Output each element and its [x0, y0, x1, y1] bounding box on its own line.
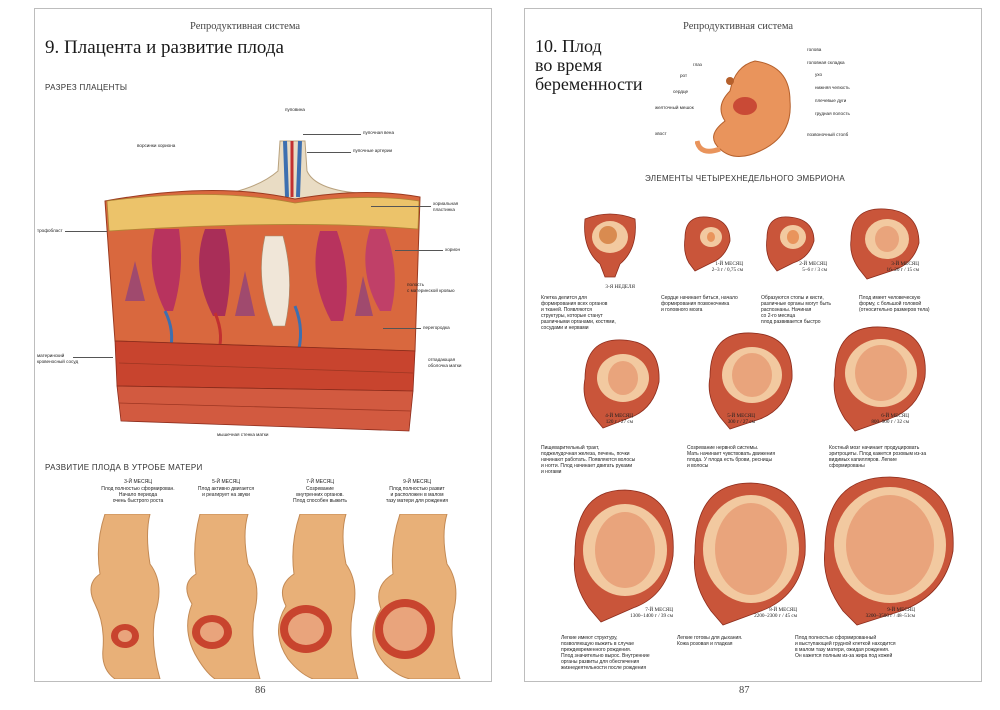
stage-text: Пищеварительный тракт, поджелудочная жел…	[541, 445, 636, 475]
stage-size: 800–900 г / 32 см	[871, 419, 909, 425]
pregnant-torso-month5	[186, 514, 261, 679]
leader-line	[65, 231, 107, 232]
stage-text: Образуются стопы и кисти, различные орга…	[761, 295, 831, 325]
stage-month: 6-Й МЕСЯЦ	[881, 413, 909, 419]
stage-text: Плод имеет человеческую форму, с большой…	[859, 295, 930, 313]
embryo-label-left: сердце	[673, 89, 689, 94]
pregnant-torso-month7	[278, 514, 359, 679]
label-chorionic-villi: ворсинки хориона	[137, 143, 176, 148]
embryo-label-left: глаз	[693, 62, 702, 67]
running-head-left: Репродуктивная система	[190, 21, 301, 32]
stage-month: 3-Й МЕСЯЦ	[124, 479, 152, 485]
running-head-right: Репродуктивная система	[683, 21, 794, 32]
stage-text: Костный мозг начинает продуцировать эрит…	[829, 445, 927, 469]
label-umbilical-cord: пуповина	[285, 107, 305, 112]
embryo-label-right: головная складка	[807, 60, 845, 65]
stage-text: Клетка делится для формирования всех орг…	[541, 295, 616, 331]
stage-text: Плод активно двигается и реагирует на зв…	[197, 486, 255, 498]
uterus-month4	[583, 339, 660, 429]
stage-month: 8-Й МЕСЯЦ	[769, 607, 797, 613]
stage-month: 3-Й МЕСЯЦ	[891, 261, 919, 267]
label-decidua: отпадающая оболочка матки	[428, 357, 462, 368]
stage-size: 300 г / 27 см	[727, 419, 755, 425]
label-uterine-wall: мышечная стенка матки	[217, 432, 269, 437]
stage-text: Созревание внутренних органов. Плод спос…	[293, 486, 347, 504]
stage-text: Плод полностью сформированный и выступаю…	[795, 635, 896, 659]
section-placenta-heading: РАЗРЕЗ ПЛАЦЕНТЫ	[45, 83, 128, 92]
embryo-label-left: рот	[680, 73, 688, 78]
uterus-month1	[684, 216, 731, 272]
stage-text: Созревание нервной системы. Мать начинае…	[687, 445, 776, 469]
embryo-label-right: голова	[807, 47, 822, 52]
stage-size: 1300–1400 г / 39 см	[630, 613, 673, 619]
label-maternal-vessel: материнский кровеносный сосуд	[37, 353, 79, 364]
leader-line	[395, 250, 443, 251]
stage-month: 1-Й МЕСЯЦ	[715, 261, 743, 267]
right-page: Репродуктивная система 10. Плод во время…	[524, 8, 982, 696]
uterus-month6	[833, 326, 926, 432]
leader-line	[383, 328, 421, 329]
page-title-left: 9. Плацента и развитие плода	[45, 37, 284, 58]
placenta-cross-section-illustration	[104, 140, 421, 432]
page-number-right: 87	[739, 685, 750, 696]
page-number-left: 86	[255, 685, 266, 696]
uterus-month2	[766, 216, 815, 272]
stage-size: 2–3 г / 0,75 см	[711, 267, 743, 273]
leader-line	[303, 134, 361, 135]
embryo-label-right: позвоночный столб	[807, 132, 849, 137]
label-umbilical-arteries: пупочные артерии	[353, 148, 393, 153]
embryo-label-right: нижняя челюсть	[815, 85, 850, 90]
stage-month: 5-Й МЕСЯЦ	[727, 413, 755, 419]
stage-size: 5–6 г / 3 см	[802, 267, 827, 273]
label-chorion: хорион	[445, 247, 461, 252]
stage-month: 9-Й МЕСЯЦ	[403, 479, 431, 485]
stage-text: Плод полностью сформирован. Начало перио…	[101, 486, 175, 504]
left-page: Репродуктивная система 9. Плацента и раз…	[34, 8, 492, 696]
stage-text: Плод полностью развит и расположен в мал…	[386, 486, 448, 504]
section-embryo-heading: ЭЛЕМЕНТЫ ЧЕТЫРЕХНЕДЕЛЬНОГО ЭМБРИОНА	[645, 174, 845, 183]
section-fetal-development-heading: РАЗВИТИЕ ПЛОДА В УТРОБЕ МАТЕРИ	[45, 463, 203, 472]
embryo-label-left: желточный мешок	[655, 105, 694, 110]
embryo-label-left: хвост	[655, 131, 667, 136]
stage-size: 3200–3500 г / 48–51см	[865, 613, 915, 619]
embryo-label-right: ухо	[815, 72, 823, 77]
leader-line	[73, 357, 113, 358]
stage-month: 5-Й МЕСЯЦ	[212, 479, 240, 485]
stage-size: 16–20 г / 15 см	[886, 267, 920, 273]
stage-month: 3-Я НЕДЕЛЯ	[605, 284, 635, 290]
label-trophoblast: трофобласт	[37, 228, 63, 233]
uterus-month7	[573, 489, 674, 623]
four-week-embryo-illustration	[695, 60, 791, 157]
uterus-month3	[850, 208, 920, 280]
stage-size: 120 г / 27 см	[605, 419, 633, 425]
uterus-month5	[708, 332, 793, 430]
label-septum: перегородка	[423, 325, 450, 330]
stage-month: 7-Й МЕСЯЦ	[645, 607, 673, 613]
stage-text: Легкие готовы для дыхания. Кожа розовая …	[677, 635, 743, 647]
pregnant-torso-month9	[372, 514, 461, 679]
stage-month: 7-Й МЕСЯЦ	[306, 479, 334, 485]
label-maternal-blood-cavity: полость с материнской кровью	[407, 282, 455, 293]
stage-text: Легкие имеют структуру, позволяющую выжи…	[561, 635, 650, 671]
stage-size: 2200–2300 г / 45 см	[754, 613, 797, 619]
label-chorionic-plate: хориальная пластинка	[433, 201, 459, 212]
stage-text: Сердце начинает биться, начало формирова…	[661, 295, 738, 313]
embryo-label-right: грудная полость	[815, 111, 850, 116]
label-umbilical-vein: пупочная вена	[363, 130, 395, 135]
uterus-week3	[584, 213, 636, 278]
stage-month: 9-Й МЕСЯЦ	[887, 607, 915, 613]
pregnant-torso-month3	[90, 514, 161, 679]
uterus-month9	[824, 476, 954, 626]
embryo-label-right: плечевые дуги	[815, 98, 847, 103]
uterus-month8	[694, 482, 806, 626]
leader-line	[307, 152, 351, 153]
leader-line	[371, 206, 431, 207]
stage-month: 2-Й МЕСЯЦ	[799, 261, 827, 267]
page-title-right: 10. Плод во время беременности	[535, 36, 643, 94]
stage-month: 4-Й МЕСЯЦ	[605, 413, 633, 419]
